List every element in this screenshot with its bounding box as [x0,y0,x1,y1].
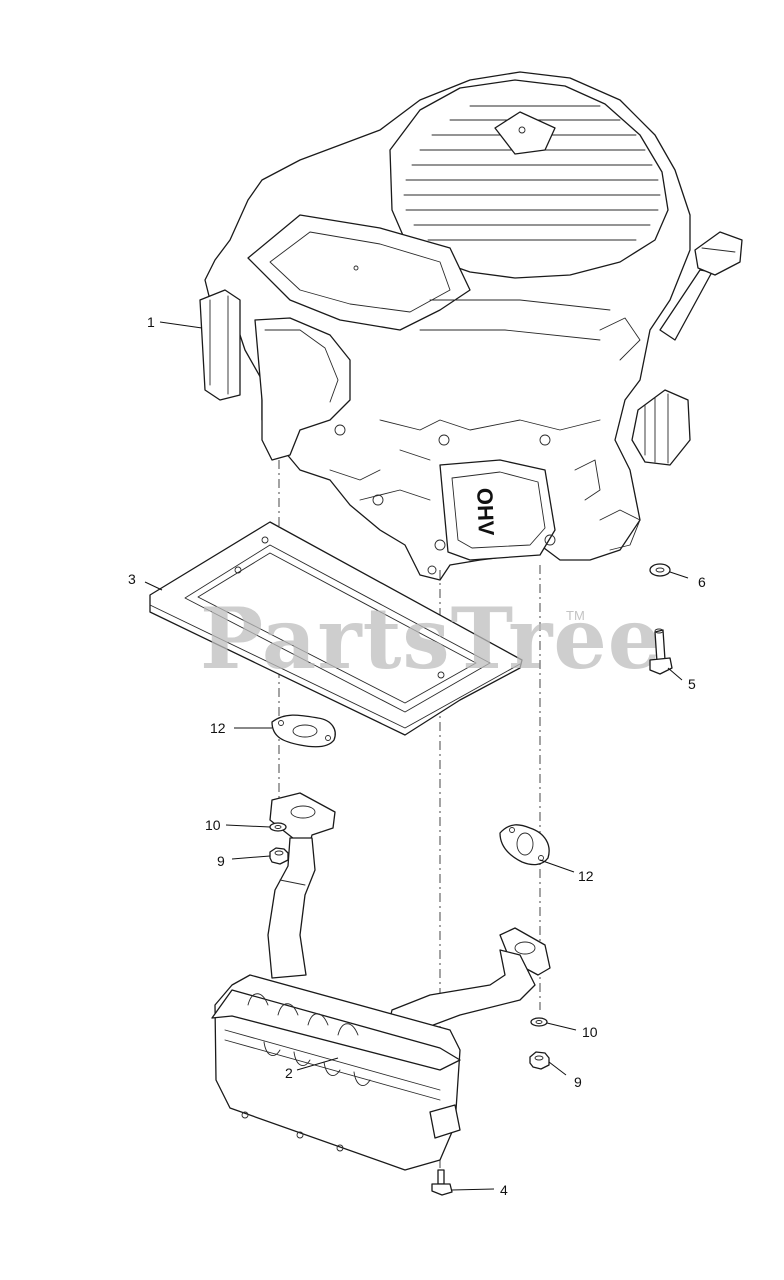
ohv-marking: OHV [472,487,499,536]
nut-part-9-left[interactable] [269,847,289,865]
bolt-part-5[interactable] [649,628,673,675]
gasket-part-12-upper[interactable] [271,714,336,748]
heat-shield-part-3[interactable] [149,521,523,736]
callout-9-right: 9 [574,1074,582,1090]
nut-part-9-right[interactable] [529,1051,550,1070]
gasket-part-12-lower[interactable] [499,824,550,866]
watermark-text: PartsTree [200,589,662,688]
callout-3: 3 [128,571,136,587]
callout-2: 2 [285,1065,293,1081]
callout-1: 1 [147,314,155,330]
washer-part-10-right[interactable] [530,1017,548,1027]
callout-12-upper: 12 [210,720,226,736]
callout-4: 4 [500,1182,508,1198]
callout-10-right: 10 [582,1024,598,1040]
callout-5: 5 [688,676,696,692]
muffler-ribs [247,993,371,1086]
callout-10-left: 10 [205,817,221,833]
washer-part-10-left[interactable] [269,822,287,832]
partstree-watermark: PartsTree TM [200,589,662,688]
leader-lines [144,321,689,1191]
washer-part-6[interactable] [649,563,671,577]
engine-part-1[interactable]: OHV [199,71,743,581]
callout-labels: 1 2 3 4 5 6 9 9 10 10 12 12 [128,314,706,1198]
watermark-trademark: TM [566,608,585,623]
muffler-part-2[interactable] [211,792,551,1171]
callout-6: 6 [698,574,706,590]
bolt-part-4[interactable] [431,1169,453,1196]
callout-12-lower: 12 [578,868,594,884]
callout-9-left: 9 [217,853,225,869]
